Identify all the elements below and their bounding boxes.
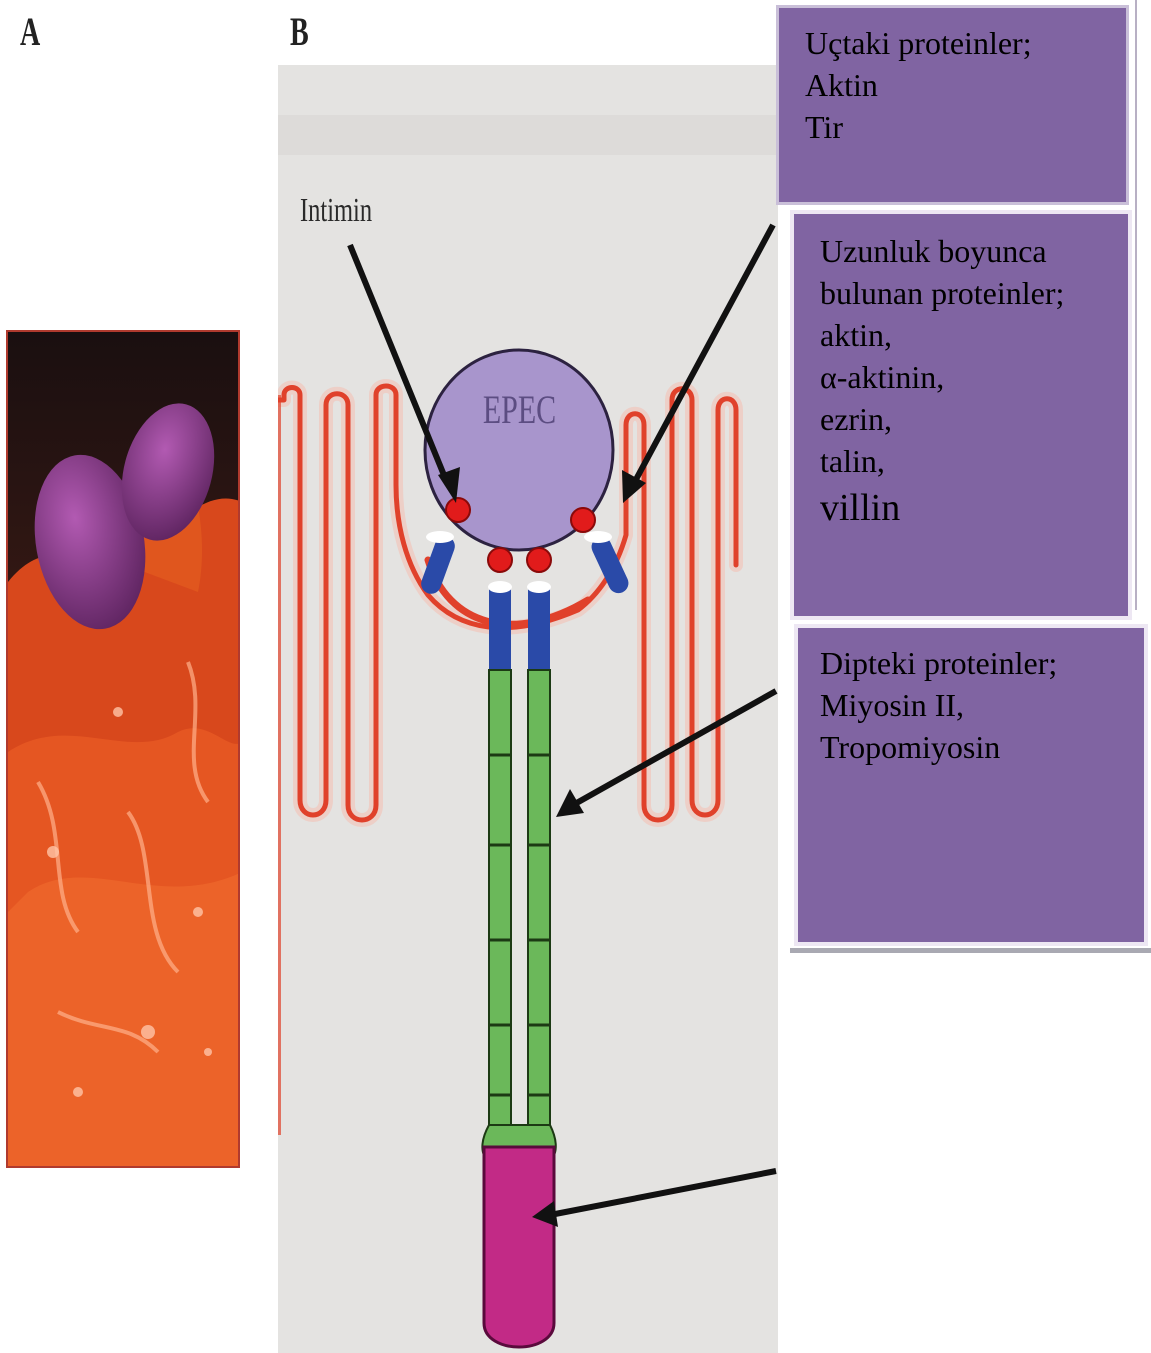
- micrograph-icon: [8, 332, 240, 1168]
- divider: [790, 948, 1151, 953]
- callout-length-line: talin,: [820, 440, 1128, 482]
- callout-length-line: α-aktinin,: [820, 356, 1128, 398]
- callout-length-line: ezrin,: [820, 398, 1128, 440]
- actin-filaments: [489, 670, 550, 1160]
- pedestal-base: [484, 1147, 554, 1347]
- intimin-label: Intimin: [300, 192, 372, 230]
- panel-label-a: A: [20, 8, 40, 55]
- callout-base-line: Miyosin II,: [820, 684, 1144, 726]
- callout-base-proteins: Dipteki proteinler; Miyosin II, Tropomiy…: [794, 624, 1148, 946]
- callout-length-line: bulunan proteinler;: [820, 272, 1128, 314]
- callout-length-proteins: Uzunluk boyunca bulunan proteinler; akti…: [790, 210, 1132, 620]
- pedestal-diagram: EPEC: [278, 65, 778, 1353]
- callout-base-line: Tropomiyosin: [820, 726, 1144, 768]
- divider: [1135, 0, 1137, 610]
- micrograph-image: [6, 330, 240, 1168]
- callout-tip-line: Aktin: [805, 64, 1126, 106]
- epec-label: EPEC: [483, 387, 556, 432]
- callout-length-line: aktin,: [820, 314, 1128, 356]
- callout-base-line: Dipteki proteinler;: [820, 642, 1144, 684]
- callout-length-line: villin: [820, 482, 1128, 534]
- callout-tip-line: Uçtaki proteinler;: [805, 22, 1126, 64]
- pedestal-diagram-graphic: EPEC: [278, 65, 778, 1353]
- callout-length-line: Uzunluk boyunca: [820, 230, 1128, 272]
- callout-tip-line: Tir: [805, 106, 1126, 148]
- panel-label-b: B: [290, 8, 309, 55]
- callout-tip-proteins: Uçtaki proteinler; Aktin Tir: [776, 5, 1129, 205]
